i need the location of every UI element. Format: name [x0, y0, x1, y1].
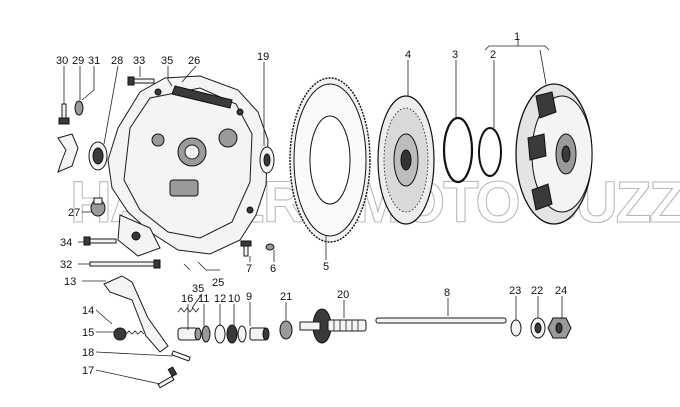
callout-28: 28: [111, 55, 123, 67]
callout-1: 1: [514, 31, 520, 43]
bolt-7: [240, 240, 252, 257]
bolt-17: [157, 366, 178, 389]
callout-17: 17: [82, 365, 94, 377]
pressure-plate-assembly-1: [515, 83, 593, 225]
bolt-33: [127, 76, 155, 86]
callout-3: 3: [452, 49, 458, 61]
callout-30: 30: [56, 55, 68, 67]
callout-7: 7: [246, 263, 252, 275]
callout-5: 5: [323, 261, 329, 273]
spring-14: [125, 330, 145, 335]
bolt-32: [89, 259, 161, 269]
callout-13: 13: [64, 276, 76, 288]
callout-25: 25: [212, 277, 224, 289]
washer-29: [74, 100, 84, 116]
callout-32: 32: [60, 259, 72, 271]
callout-8: 8: [444, 287, 450, 299]
callout-29: 29: [72, 55, 84, 67]
input-shaft-20: [299, 308, 367, 344]
nut-15: [113, 327, 127, 341]
callout-6: 6: [270, 263, 276, 275]
callout-33: 33: [133, 55, 145, 67]
callout-24: 24: [555, 285, 567, 297]
washer-12: [201, 325, 211, 343]
thrust-bushing-11: [177, 327, 202, 341]
callout-14: 14: [82, 305, 94, 317]
thrust-bearing-10: [214, 324, 247, 344]
nut-24: [547, 317, 572, 339]
callout-12: 12: [214, 293, 226, 305]
callout-11: 11: [198, 293, 209, 305]
bolt-34: [83, 236, 117, 246]
push-rod-8: [375, 317, 507, 324]
callout-27: 27: [68, 207, 80, 219]
lever-13: [103, 275, 169, 353]
flywheel-ring-gear-5: [289, 77, 371, 243]
washer-6: [265, 243, 275, 251]
ring-3: [442, 116, 474, 184]
callout-15: 15: [82, 327, 94, 339]
callout-16: 16: [181, 293, 193, 305]
bolt-30: [58, 103, 70, 125]
callout-19: 19: [257, 51, 269, 63]
callout-35-top: 35: [161, 55, 173, 67]
callout-23: 23: [509, 285, 521, 297]
callout-18: 18: [82, 347, 94, 359]
bearing-19: [259, 146, 275, 174]
seal-half-ring: [57, 133, 79, 173]
callout-10: 10: [228, 293, 240, 305]
spring-35: [177, 307, 200, 313]
callout-22: 22: [531, 285, 543, 297]
callout-31: 31: [88, 55, 100, 67]
clutch-housing: [107, 75, 269, 257]
callout-34: 34: [60, 237, 72, 249]
bearing-28: [88, 141, 108, 171]
callout-9: 9: [246, 291, 252, 303]
callout-4: 4: [405, 49, 411, 61]
thrust-plunger-9: [249, 327, 270, 341]
ring-2: [478, 127, 502, 177]
leader-lines: [63, 40, 563, 385]
callout-2: 2: [490, 49, 496, 61]
callout-labels: 30 29 31 28 33 35 26 19 4 3 2 1 27 34 32…: [56, 31, 567, 377]
plug-27: [90, 197, 106, 217]
seal-23: [510, 319, 522, 337]
pin-18: [171, 350, 191, 362]
washer-22: [530, 317, 546, 339]
callout-20: 20: [337, 289, 349, 301]
callout-35-lower: 35: [192, 283, 204, 295]
bushing-21: [279, 320, 293, 340]
callout-26: 26: [188, 55, 200, 67]
clutch-disc-4: [377, 95, 435, 225]
callout-21: 21: [280, 291, 292, 303]
